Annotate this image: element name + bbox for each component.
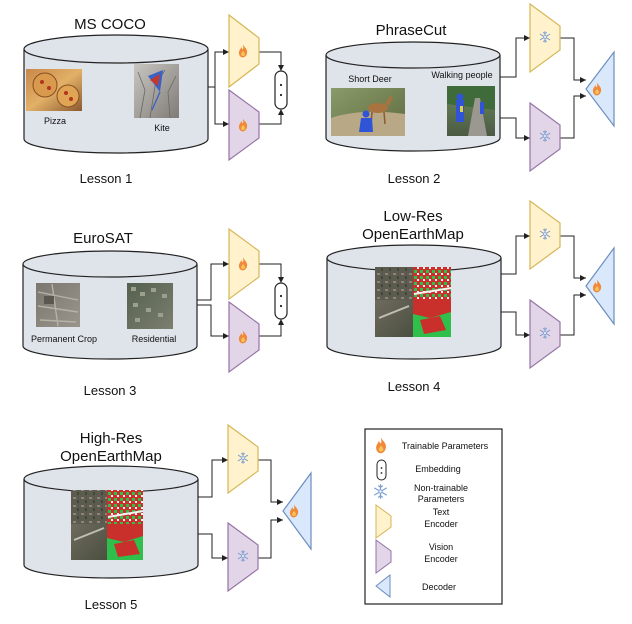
lesson-caption: Lesson 5 bbox=[85, 597, 138, 612]
vision-encoder bbox=[529, 101, 561, 173]
lesson-3: EuroSAT Permanent Crop Residential Lesso… bbox=[22, 227, 288, 398]
text-encoder bbox=[529, 199, 561, 271]
lesson-5: High-Res OpenEarthMap Lesson 5 bbox=[23, 423, 312, 612]
text-encoder bbox=[529, 2, 561, 74]
sample-image-deer bbox=[331, 88, 405, 136]
dataset-title: MS COCO bbox=[74, 16, 146, 33]
legend-label: Decoder bbox=[422, 582, 456, 592]
sample-image-aerial-mosaic bbox=[71, 490, 144, 560]
lesson-caption: Lesson 3 bbox=[84, 383, 137, 398]
dataset-title-line: Low-Res bbox=[383, 208, 442, 225]
embedding bbox=[274, 282, 288, 320]
arrowheads bbox=[524, 233, 586, 338]
legend-label: Text bbox=[433, 507, 450, 517]
vision-encoder bbox=[228, 300, 260, 374]
legend-label: Trainable Parameters bbox=[402, 441, 489, 451]
vision-encoder bbox=[227, 521, 259, 593]
legend-label: Non-trainable bbox=[414, 483, 468, 493]
legend: Trainable Parameters Embedding Non-train… bbox=[364, 428, 503, 605]
sample-label: Permanent Crop bbox=[31, 334, 97, 344]
legend-label: Embedding bbox=[415, 464, 461, 474]
text-encoder bbox=[228, 227, 260, 301]
vision-encoder bbox=[228, 88, 260, 162]
dataset-title-line: OpenEarthMap bbox=[362, 226, 464, 243]
sample-image-people bbox=[447, 86, 495, 136]
decoder-icon bbox=[375, 573, 391, 599]
legend-label: Encoder bbox=[424, 519, 458, 529]
sample-image-pizza bbox=[26, 69, 82, 111]
text-encoder bbox=[228, 13, 260, 89]
decoder bbox=[282, 471, 312, 551]
sample-image-kite bbox=[134, 64, 179, 119]
embedding-icon bbox=[376, 459, 387, 481]
lesson-caption: Lesson 4 bbox=[388, 379, 441, 394]
sample-image-aerial-mosaic bbox=[375, 267, 452, 337]
decoder bbox=[585, 50, 615, 128]
sample-label: Residential bbox=[132, 334, 177, 344]
sample-label: Walking people bbox=[431, 70, 492, 80]
text-encoder bbox=[227, 423, 259, 495]
arrowheads bbox=[223, 49, 284, 127]
legend-label: Encoder bbox=[424, 554, 458, 564]
text-encoder-icon bbox=[375, 504, 392, 539]
arrowheads bbox=[524, 35, 586, 141]
arrowheads bbox=[222, 457, 283, 561]
dataset-title: PhraseCut bbox=[376, 22, 448, 39]
sample-image-permanent-crop bbox=[36, 283, 80, 327]
vision-encoder-icon bbox=[375, 539, 392, 574]
sample-image-residential bbox=[127, 283, 173, 329]
sample-label: Short Deer bbox=[348, 74, 392, 84]
dataset-title-line: OpenEarthMap bbox=[60, 448, 162, 465]
sample-label: Kite bbox=[154, 123, 170, 133]
lesson-4: Low-Res OpenEarthMap Lesson 4 bbox=[326, 199, 615, 394]
legend-label: Parameters bbox=[418, 494, 465, 504]
arrowheads bbox=[223, 261, 284, 339]
embedding bbox=[274, 70, 288, 110]
legend-label: Vision bbox=[429, 542, 453, 552]
lesson-2: PhraseCut Short Deer Walking people Les bbox=[325, 2, 615, 186]
sample-label: Pizza bbox=[44, 116, 66, 126]
dataset-title: EuroSAT bbox=[73, 230, 133, 247]
lesson-caption: Lesson 1 bbox=[80, 171, 133, 186]
vision-encoder bbox=[529, 298, 561, 370]
decoder bbox=[585, 246, 615, 326]
lesson-1: MS COCO Pizza Kite Lesson 1 bbox=[23, 13, 288, 186]
lesson-caption: Lesson 2 bbox=[388, 171, 441, 186]
dataset-title-line: High-Res bbox=[80, 430, 143, 447]
connector bbox=[197, 263, 282, 337]
